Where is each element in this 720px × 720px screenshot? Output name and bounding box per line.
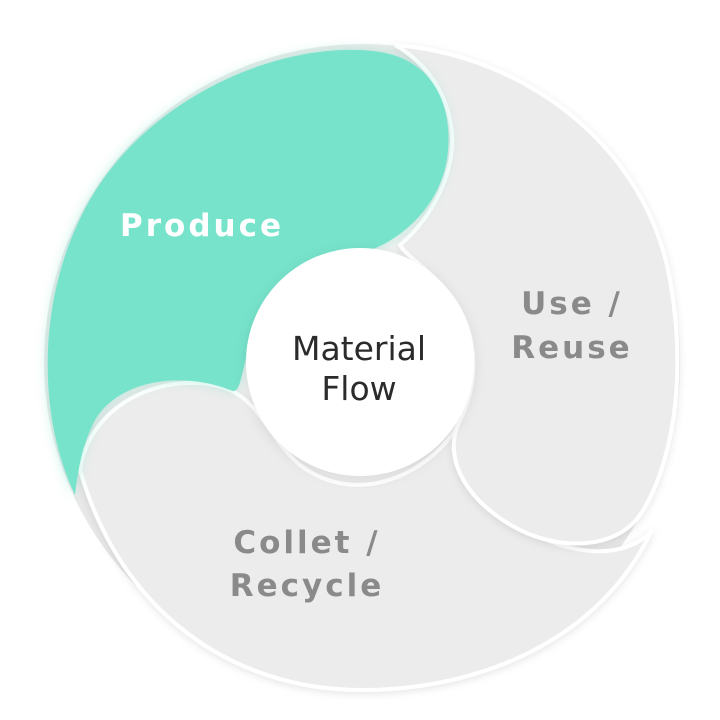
segment-reuse[interactable] bbox=[394, 43, 680, 546]
recycle-label-line2: Recycle bbox=[230, 568, 385, 604]
recycle-label-line1: Collet / bbox=[233, 525, 380, 561]
center-circle bbox=[246, 248, 474, 476]
center-label-line2: Flow bbox=[321, 369, 396, 408]
center-label-line1: Material bbox=[292, 329, 426, 368]
reuse-label-line1: Use / bbox=[521, 286, 623, 322]
reuse-label-line2: Reuse bbox=[511, 330, 632, 366]
segment-produce[interactable] bbox=[47, 49, 449, 495]
produce-label: Produce bbox=[120, 208, 284, 244]
